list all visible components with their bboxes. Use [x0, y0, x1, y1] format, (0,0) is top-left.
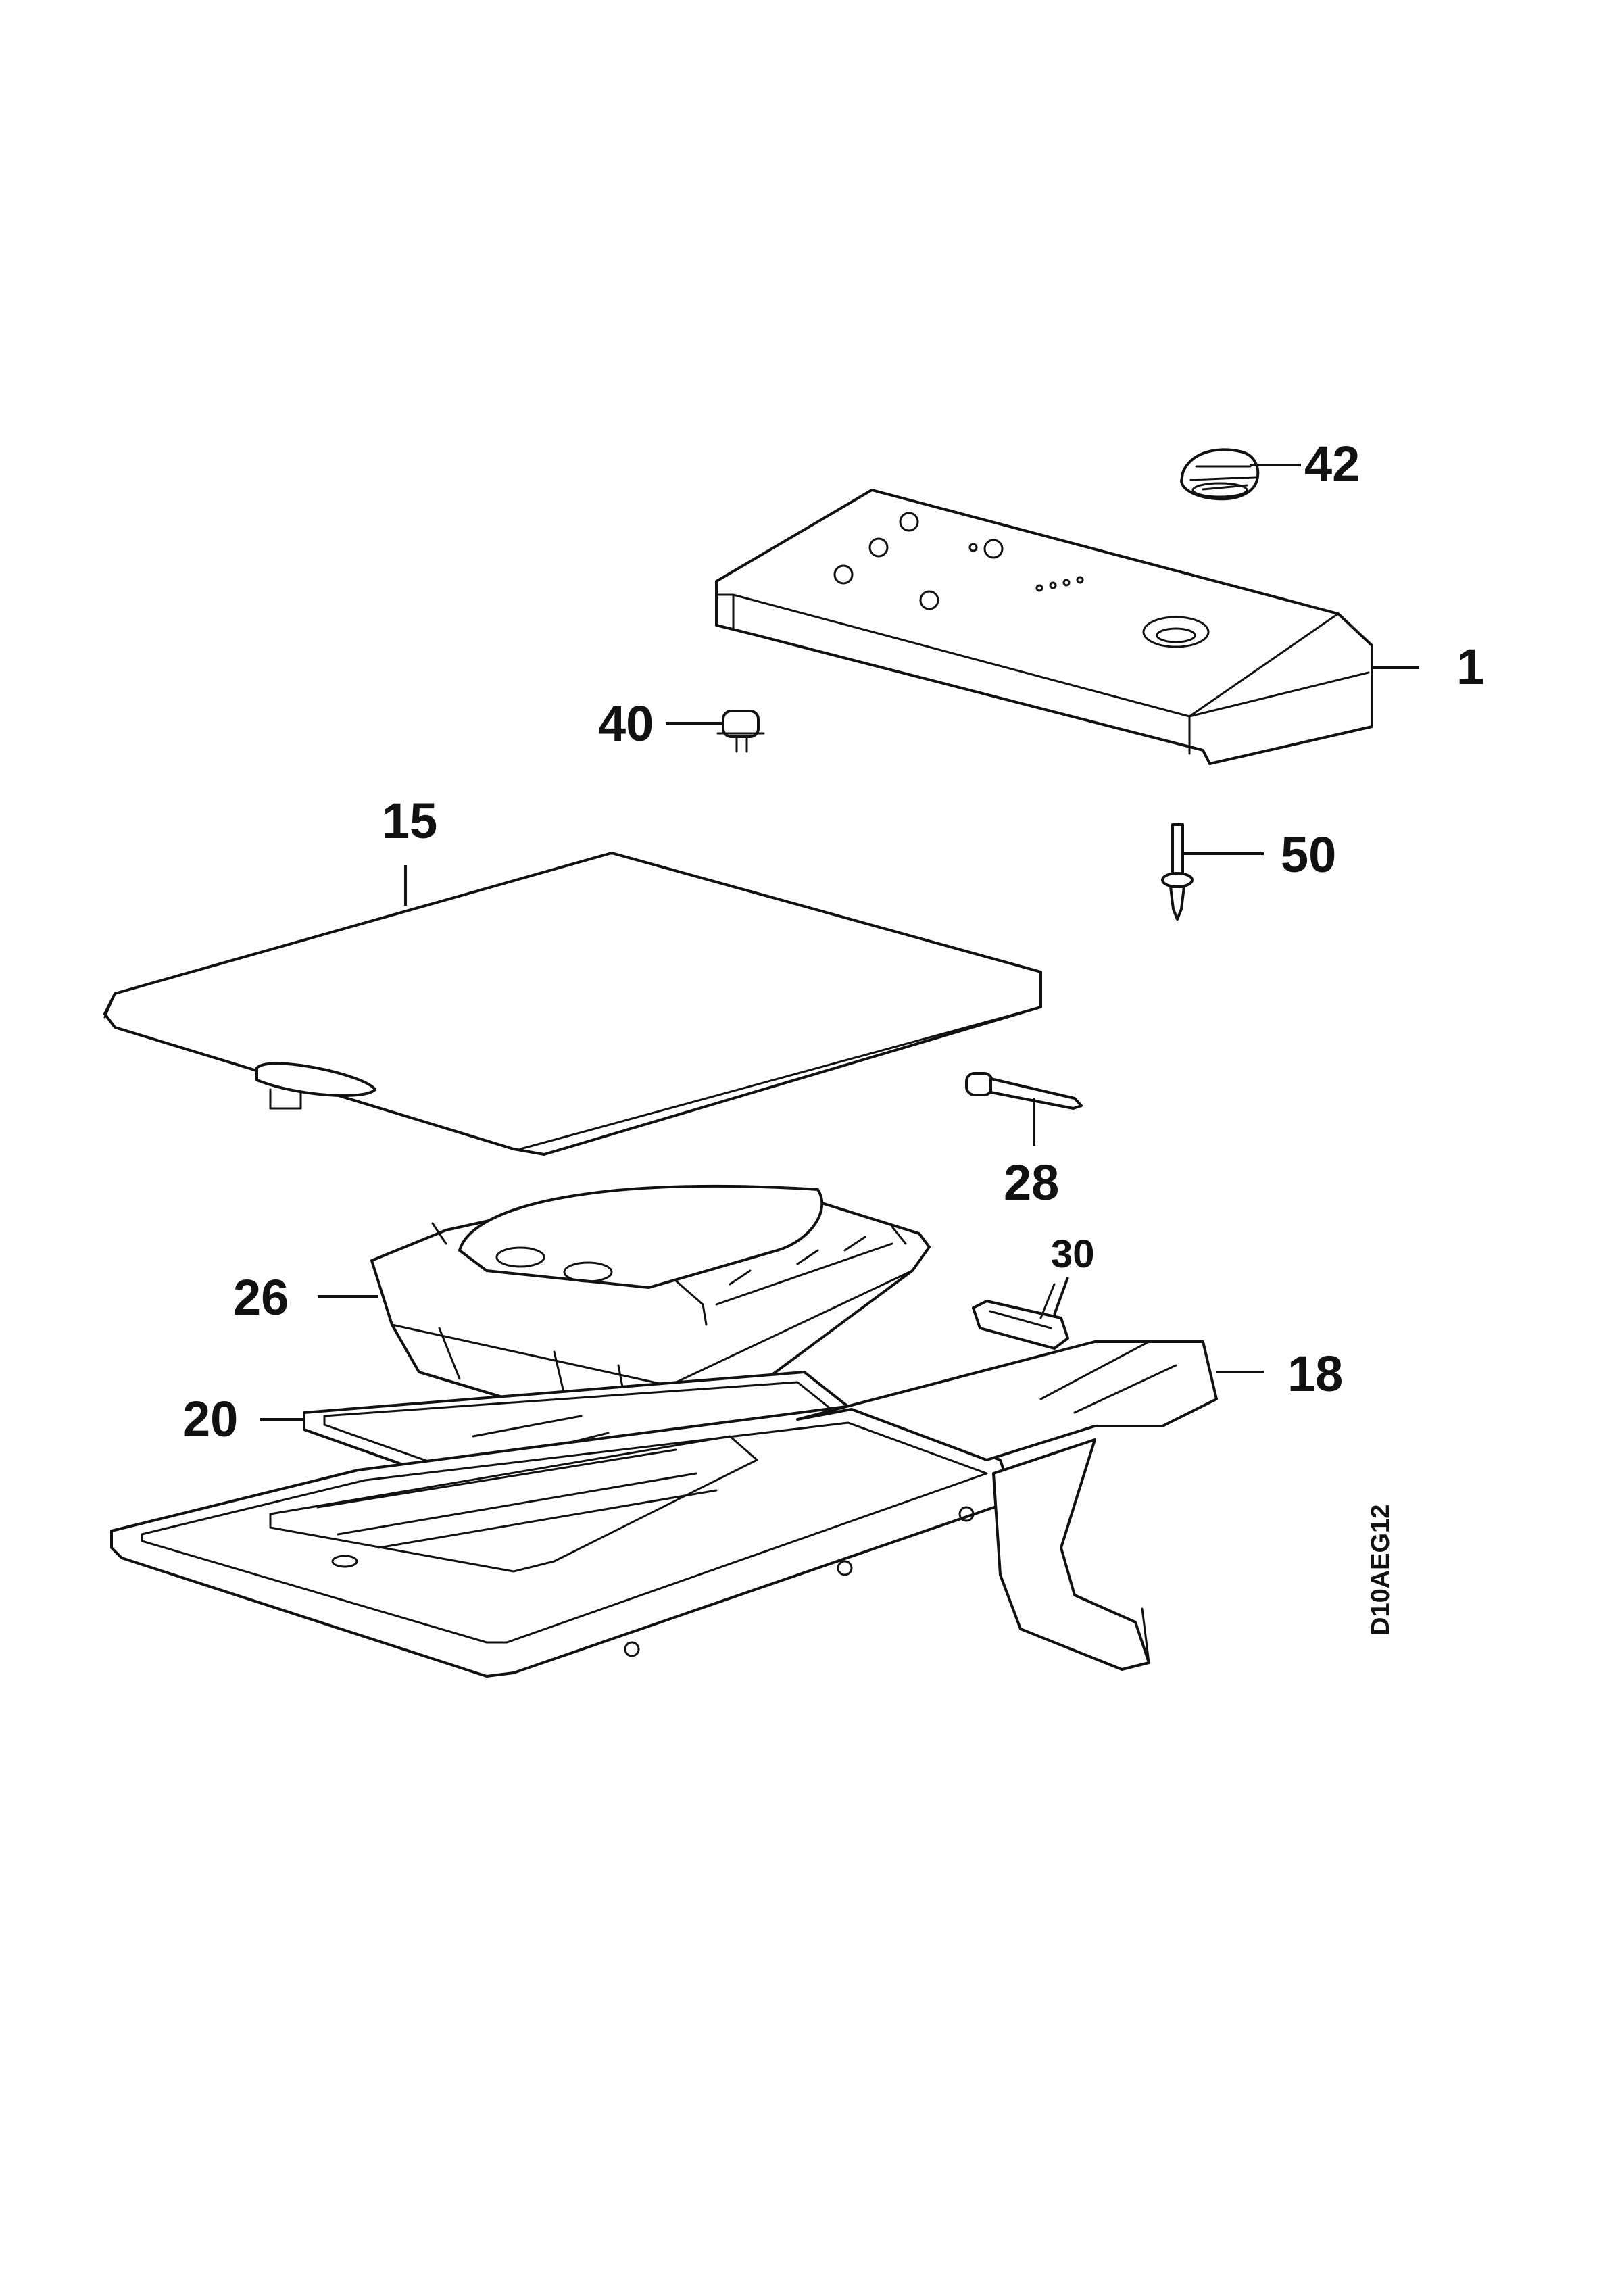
callout-18: 18	[1287, 1346, 1343, 1402]
base-feet	[624, 1506, 975, 1657]
callout-20: 20	[182, 1391, 238, 1447]
part-30-bracket	[972, 1283, 1069, 1350]
part-28-pin	[965, 1072, 1083, 1110]
callout-42: 42	[1304, 436, 1360, 492]
callout-50: 50	[1281, 827, 1336, 883]
callout-26: 26	[233, 1269, 289, 1325]
leader-30	[1053, 1277, 1069, 1315]
part-18-base-tray	[110, 1340, 1218, 1678]
callout-1: 1	[1456, 639, 1484, 695]
part-26-dispenser	[370, 1184, 931, 1431]
callout-30: 30	[1051, 1232, 1095, 1276]
part-42-knob	[1180, 448, 1260, 501]
part-1-control-panel	[715, 489, 1373, 765]
part-50-screw	[1161, 823, 1194, 921]
callout-15: 15	[382, 793, 437, 849]
callout-40: 40	[598, 695, 654, 752]
callout-28: 28	[1004, 1154, 1059, 1211]
part-15-lid	[103, 852, 1042, 1156]
panel-buttons	[833, 512, 1084, 610]
part-40-clip	[716, 710, 765, 753]
drawing-code: D10AEG12	[1367, 1505, 1395, 1636]
